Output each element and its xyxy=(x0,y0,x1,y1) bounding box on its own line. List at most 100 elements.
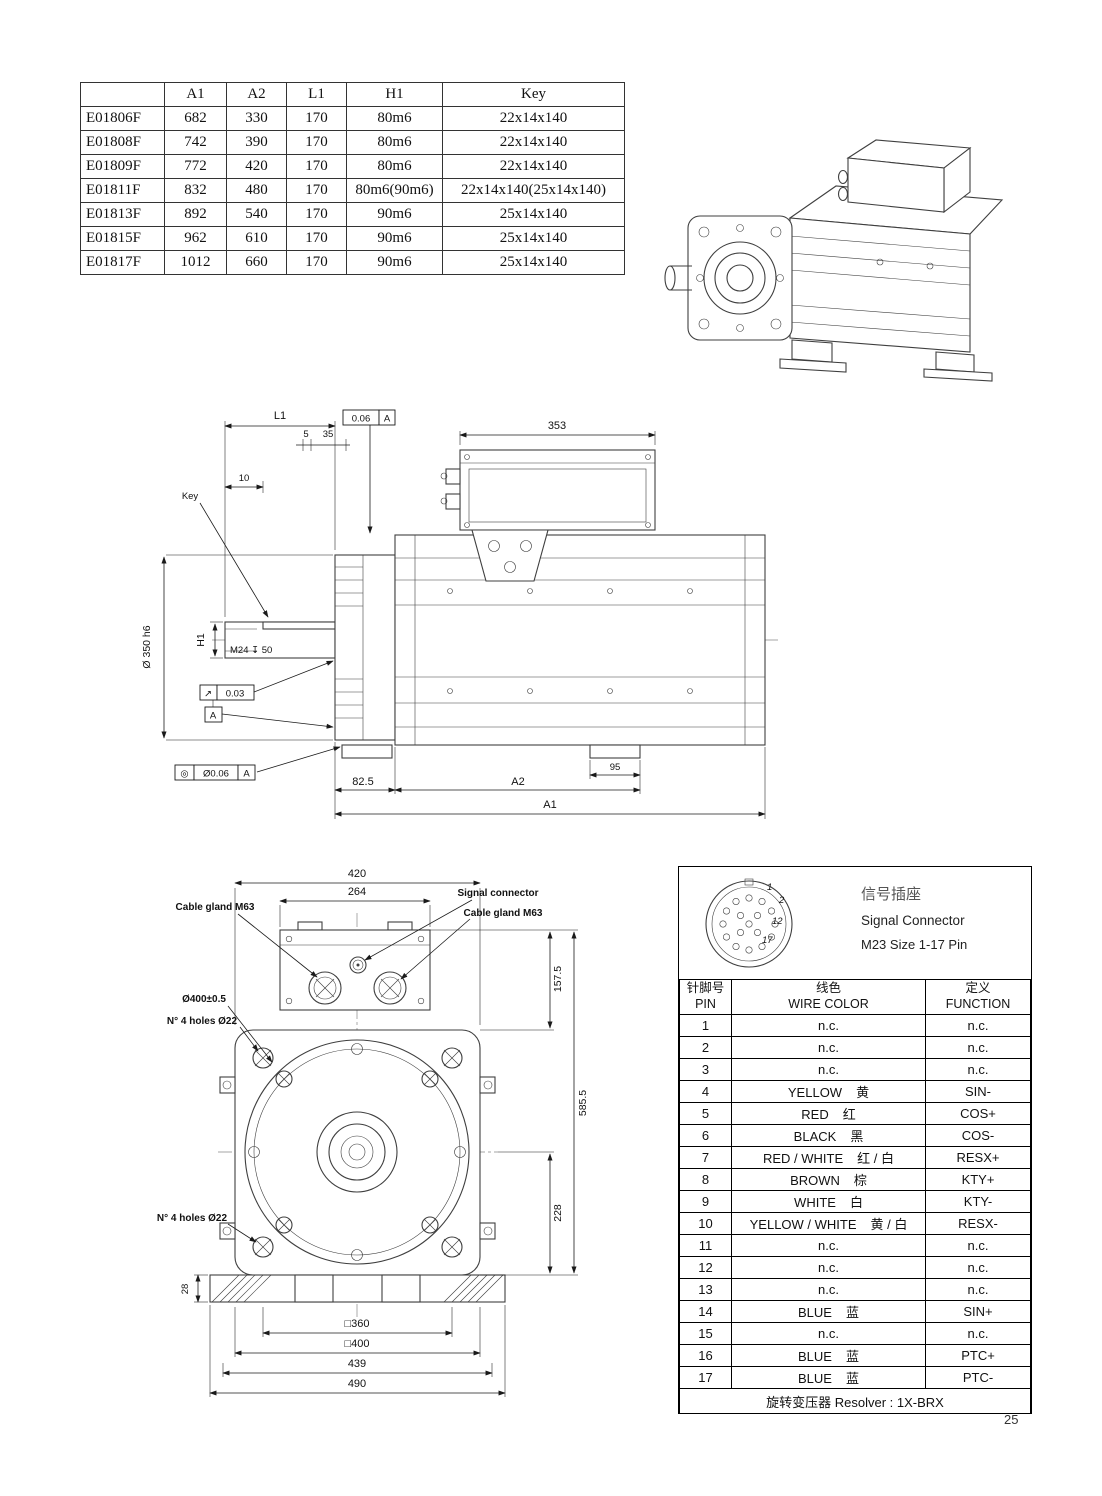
function-cell: KTY- xyxy=(925,1190,1031,1213)
connector-titles: 信号插座 Signal Connector M23 Size 1-17 Pin xyxy=(861,867,967,952)
pin-number-cell: 13 xyxy=(679,1278,732,1301)
label-holes-top: N° 4 holes Ø22 xyxy=(167,1016,238,1027)
label-key: Key xyxy=(182,491,199,502)
wire-color-cn: 黑 xyxy=(850,1129,864,1144)
model-cell: E01813F xyxy=(80,202,165,227)
tolerance-top-datum: A xyxy=(384,414,391,425)
value-cell: 22x14x140(25x14x140) xyxy=(442,178,625,203)
value-cell: 22x14x140 xyxy=(442,130,625,155)
function-cell: RESX+ xyxy=(925,1146,1031,1169)
value-cell: 25x14x140 xyxy=(442,250,625,275)
value-cell: 22x14x140 xyxy=(442,154,625,179)
wire-color-cell: n.c. xyxy=(731,1322,926,1345)
wire-color-en: WHITE xyxy=(794,1195,836,1210)
pin-number-cell: 7 xyxy=(679,1146,732,1169)
wire-color-en: BLACK xyxy=(793,1129,837,1144)
wire-color-cn: 黄 / 白 xyxy=(870,1217,908,1232)
pin-number-cell: 6 xyxy=(679,1124,732,1147)
connector-subtitle: M23 Size 1-17 Pin xyxy=(861,937,968,952)
wire-color-en: n.c. xyxy=(818,1238,839,1253)
page-number: 25 xyxy=(1004,1412,1019,1427)
pin-number-cell: 17 xyxy=(679,1366,732,1389)
wire-color-en: BLUE xyxy=(798,1371,832,1386)
pin-number-cell: 9 xyxy=(679,1190,732,1213)
value-cell: 330 xyxy=(226,106,287,131)
dim-label-sq360: □360 xyxy=(345,1318,370,1330)
value-cell: 170 xyxy=(286,250,347,275)
pin-number-cell: 1 xyxy=(679,1014,732,1037)
function-cell: n.c. xyxy=(925,1234,1031,1257)
model-cell: E01806F xyxy=(80,106,165,131)
wire-color-cn: 蓝 xyxy=(845,1349,859,1364)
function-cell: SIN+ xyxy=(925,1300,1031,1323)
model-cell: E01811F xyxy=(80,178,165,203)
side-view-svg: L1 0.06 A 5 35 353 10 Key Ø 350 h6 xyxy=(141,409,780,819)
wire-color-cell: n.c. xyxy=(731,1234,926,1257)
function-cell: RESX- xyxy=(925,1212,1031,1235)
function-cell: n.c. xyxy=(925,1058,1031,1081)
value-cell: 80m6 xyxy=(346,106,443,131)
wire-color-cn: 棕 xyxy=(853,1173,867,1188)
connector-face: 1 2 12 17 xyxy=(679,867,861,979)
dim-label-l1: L1 xyxy=(274,410,286,422)
wire-color-en: YELLOW xyxy=(787,1085,843,1100)
value-cell: 22x14x140 xyxy=(442,106,625,131)
function-cell: KTY+ xyxy=(925,1168,1031,1191)
value-cell: 390 xyxy=(226,130,287,155)
datum-a-label: A xyxy=(210,711,217,722)
pin-number-cell: 3 xyxy=(679,1058,732,1081)
wire-color-en: n.c. xyxy=(818,1040,839,1055)
value-cell: 540 xyxy=(226,202,287,227)
dim-label-157-5: 157.5 xyxy=(552,966,564,992)
label-cable-gland-right: Cable gland M63 xyxy=(464,908,543,919)
value-cell: 170 xyxy=(286,106,347,131)
value-cell: 660 xyxy=(226,250,287,275)
wire-color-en: RED / WHITE xyxy=(762,1151,844,1166)
header-h1: H1 xyxy=(346,82,443,107)
function-column-header: 定义 FUNCTION xyxy=(925,979,1031,1015)
value-cell: 420 xyxy=(226,154,287,179)
side-view-drawing: L1 0.06 A 5 35 353 10 Key Ø 350 h6 xyxy=(120,395,820,835)
value-cell: 682 xyxy=(164,106,227,131)
pin-table-header-row: 针脚号 PIN 线色 WIRE COLOR 定义 FUNCTION xyxy=(679,979,1031,1015)
connector-face-svg: 1 2 12 17 xyxy=(705,878,793,968)
value-cell: 170 xyxy=(286,226,347,251)
dim-label-585-5: 585.5 xyxy=(577,1090,589,1116)
model-cell: E01808F xyxy=(80,130,165,155)
wire-color-cell: n.c. xyxy=(731,1256,926,1279)
label-holes-bottom: N° 4 holes Ø22 xyxy=(157,1213,228,1224)
value-cell: 170 xyxy=(286,202,347,227)
pin-column-header: 针脚号 PIN xyxy=(679,979,732,1015)
pin-number-cell: 12 xyxy=(679,1256,732,1279)
wire-color-en: n.c. xyxy=(818,1282,839,1297)
connector-title-cn: 信号插座 xyxy=(861,886,922,903)
header-key: Key xyxy=(442,82,625,107)
header-model xyxy=(80,82,165,107)
value-cell: 80m6 xyxy=(346,130,443,155)
header-l1: L1 xyxy=(286,82,347,107)
header-a2: A2 xyxy=(226,82,287,107)
pin-number-cell: 4 xyxy=(679,1080,732,1103)
function-cell: PTC- xyxy=(925,1366,1031,1389)
function-header-en: FUNCTION xyxy=(945,997,1011,1011)
wire-color-en: n.c. xyxy=(818,1062,839,1077)
dim-label-228: 228 xyxy=(552,1204,564,1222)
dim-label-sq400: □400 xyxy=(345,1338,370,1350)
